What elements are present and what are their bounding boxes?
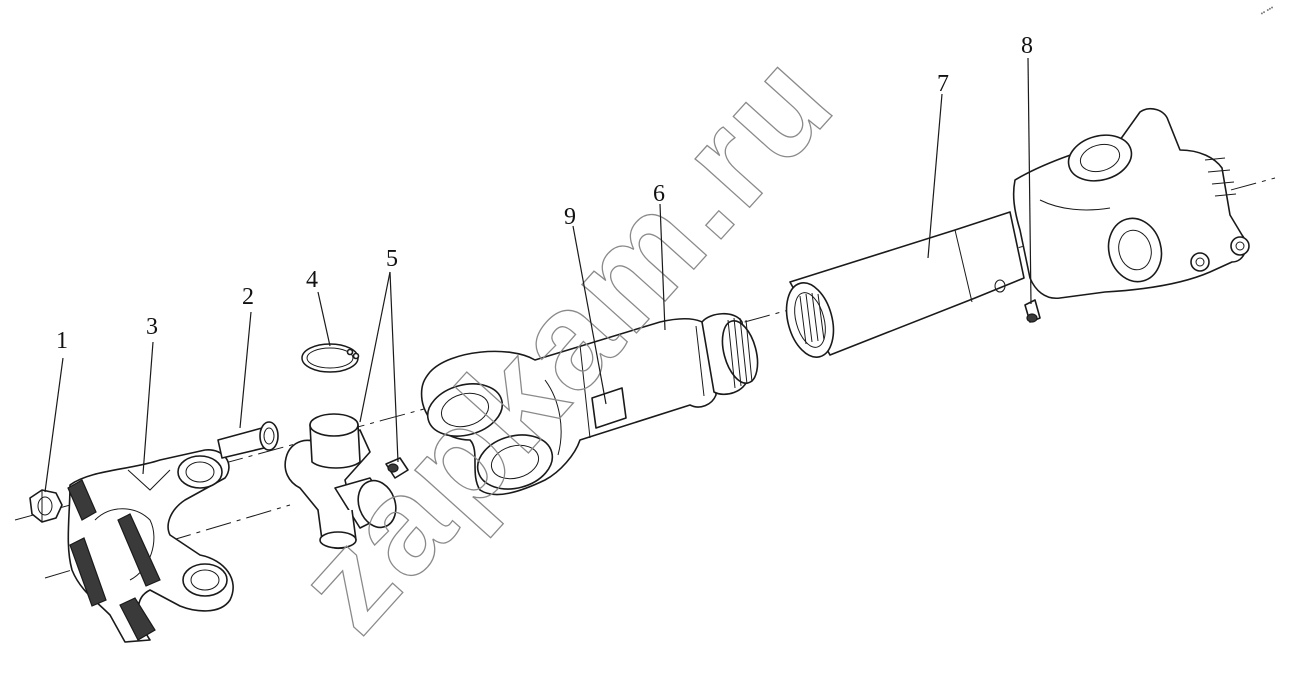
leader-line-1 <box>44 357 64 493</box>
callout-6: 6 <box>653 181 665 207</box>
part-3-flange-yoke <box>67 449 234 643</box>
leader-lines <box>44 57 1032 493</box>
leader-line-5b <box>389 271 399 463</box>
slip-yoke-tube <box>420 318 717 496</box>
watermark-text: zapkam.ru <box>268 23 863 660</box>
leader-line-8 <box>1027 57 1032 305</box>
part-5-grease-fitting <box>385 457 409 479</box>
callout-4: 4 <box>306 267 318 293</box>
corner-mark: •• ••• <box>1260 4 1276 17</box>
callout-labels: 1 2 3 4 5 6 7 8 9 <box>56 33 1033 354</box>
flange-teeth-top <box>67 479 97 521</box>
leader-line-4 <box>317 291 331 347</box>
leader-line-7 <box>927 93 943 259</box>
part-6-spline-shaft <box>695 312 759 397</box>
callout-3: 3 <box>146 314 158 340</box>
leader-line-9 <box>572 225 607 405</box>
flange-teeth-mid <box>117 513 161 587</box>
part-7-sleeve-tube <box>785 211 1025 358</box>
part-1-nut <box>29 489 63 523</box>
leader-line-6 <box>659 203 666 331</box>
leader-line-5a <box>359 271 391 423</box>
part-4-snap-ring <box>301 343 360 373</box>
leader-line-2 <box>239 311 252 429</box>
flange-teeth-left <box>69 537 107 607</box>
callout-2: 2 <box>242 284 254 310</box>
part-9-label-plate <box>591 387 627 429</box>
callout-8: 8 <box>1021 33 1033 59</box>
leader-line-3 <box>142 341 154 475</box>
part-8-grease-nipple <box>1024 299 1041 323</box>
callout-7: 7 <box>937 71 949 97</box>
part-5-universal-joint-cross <box>284 413 397 550</box>
callout-9: 9 <box>564 204 576 230</box>
right-end-yoke-assembly <box>1012 108 1250 300</box>
flange-teeth-bottom <box>119 597 156 641</box>
callout-1: 1 <box>56 328 68 354</box>
part-2-bolt <box>217 421 279 459</box>
callout-5: 5 <box>386 246 398 272</box>
